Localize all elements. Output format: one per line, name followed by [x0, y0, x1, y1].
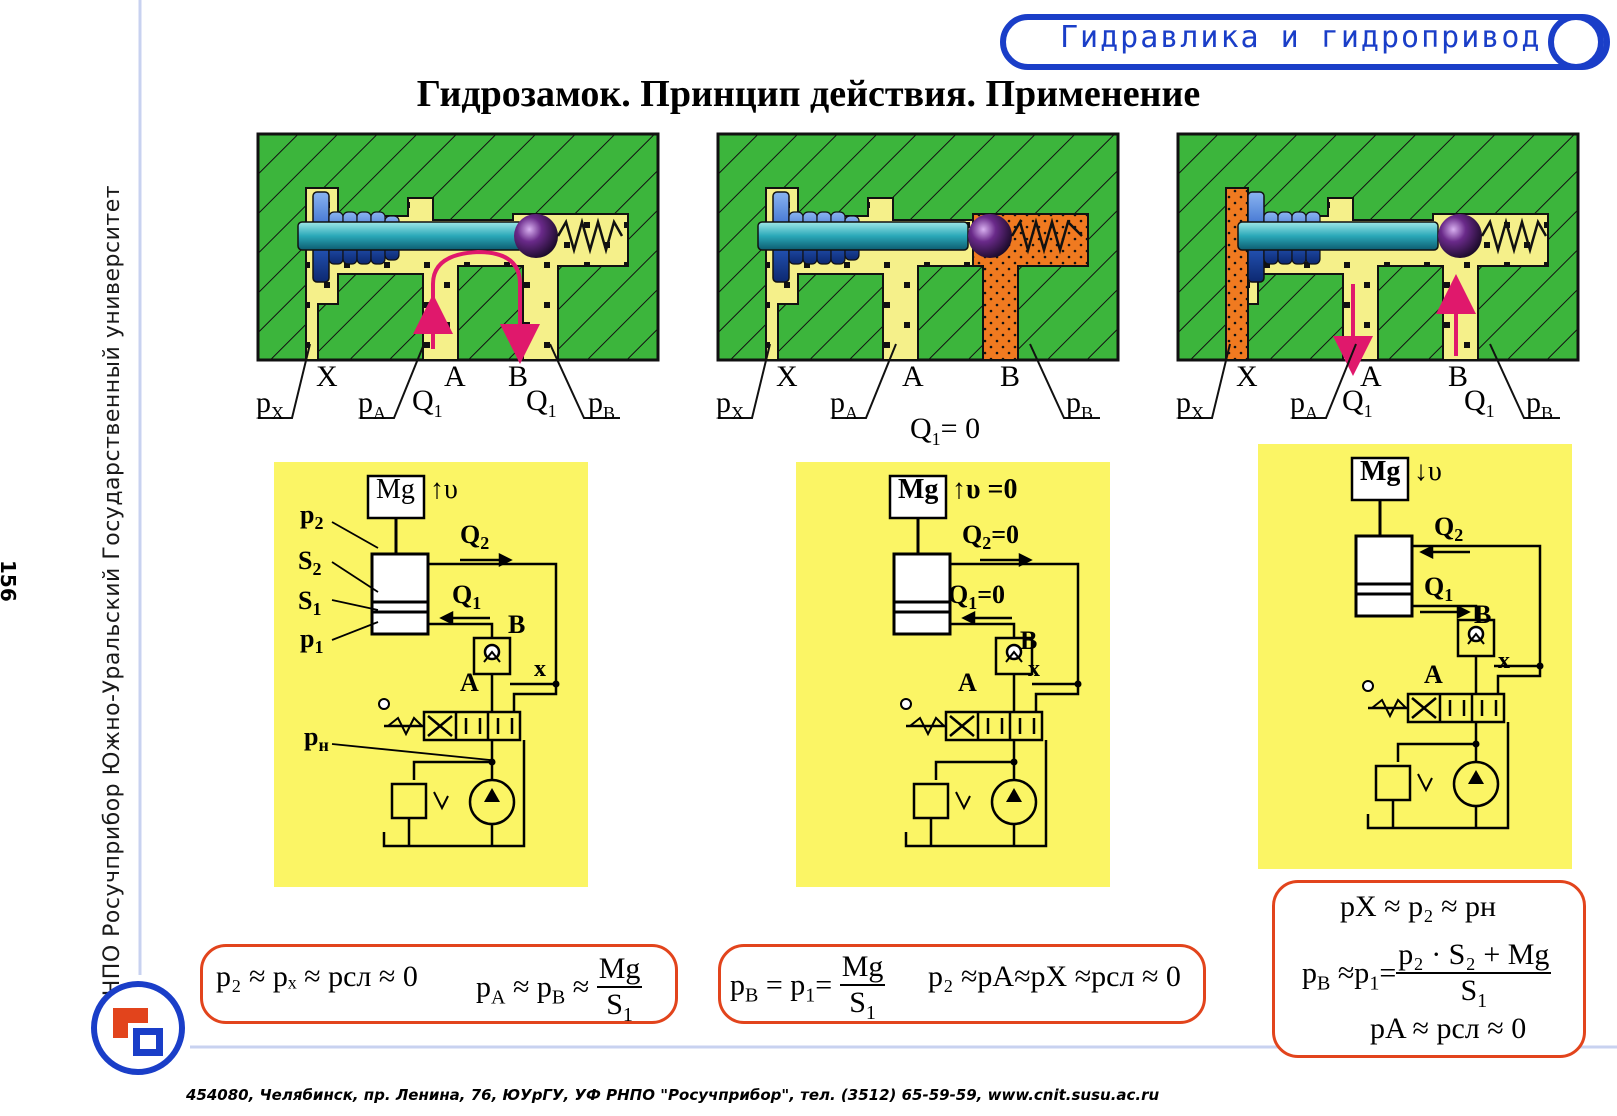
label-p2: p2 [300, 500, 324, 534]
header-title: Гидравлика и гидропривод [1060, 20, 1542, 55]
label-b-2: B [1000, 360, 1021, 393]
formula-right-line3: pA ≈ pсл ≈ 0 [1370, 1012, 1527, 1045]
label-pb-2: pB [1066, 386, 1094, 423]
label-px-1: pX [256, 386, 284, 423]
label-pb-1: pB [588, 386, 616, 423]
label-a-s2: A [958, 668, 977, 697]
mg-label-2: Mg [898, 474, 939, 505]
formula-left-part1: p₂ ≈ pₓ ≈ pсл ≈ 0 [216, 960, 418, 993]
formula-box-middle [718, 944, 1206, 1024]
velocity-down-3: ↓υ [1414, 456, 1442, 487]
label-q2-2: Q2=0 [962, 520, 1020, 554]
label-q1-a: Q1 [412, 384, 443, 421]
label-b-s2: B [1020, 626, 1038, 655]
formula-right-line1: pX ≈ p₂ ≈ pн [1340, 890, 1497, 923]
label-a-s1: A [460, 668, 479, 697]
label-q2-1: Q2 [460, 520, 490, 554]
valve-section-3 [1176, 132, 1580, 376]
label-x-s2: x [1028, 656, 1040, 682]
label-q2-3: Q2 [1434, 512, 1464, 546]
label-a-s3: A [1424, 660, 1443, 689]
schema-panel-2 [796, 462, 1110, 887]
page-title: Гидрозамок. Принцип действия. Применение [416, 73, 1201, 115]
label-q1-1: Q1 [452, 580, 482, 614]
label-b-1: B [508, 360, 529, 393]
header-banner [1000, 14, 1610, 70]
label-pa-1: pA [358, 386, 386, 423]
label-p1: p1 [300, 624, 324, 658]
mg-label-1: Mg [376, 474, 415, 505]
label-x-1: X [316, 360, 338, 393]
label-q1-d: Q1 [1464, 384, 1495, 421]
label-pa-2: pA [830, 386, 858, 423]
formula-box-right [1272, 880, 1586, 1058]
label-x-2: X [776, 360, 798, 393]
label-q1-c: Q1 [1342, 384, 1373, 421]
label-q1-3: Q1 [1424, 572, 1454, 606]
label-px-2: pX [716, 386, 744, 423]
label-pn: pн [304, 722, 329, 756]
valve-section-2 [716, 132, 1120, 362]
label-b-s3: B [1474, 600, 1492, 629]
valve-section-1 [256, 132, 660, 364]
logo-icon [91, 981, 185, 1075]
label-a-3: A [1360, 360, 1382, 393]
label-a-1: A [444, 360, 466, 393]
schema-panel-1 [274, 462, 588, 887]
formula-middle-part2: p₂ ≈pA≈pX ≈pсл ≈ 0 [928, 960, 1181, 993]
label-a-2: A [902, 360, 924, 393]
label-s2: S2 [298, 546, 322, 580]
velocity-zero: ↑υ =0 [952, 474, 1018, 505]
velocity-up-1: ↑υ [430, 474, 458, 505]
label-pb-3: pB [1526, 386, 1554, 423]
label-pa-3: pA [1290, 386, 1318, 423]
label-s1: S1 [298, 586, 322, 620]
header-circle-icon [1548, 14, 1604, 70]
formula-box-left [200, 944, 678, 1024]
label-x-s3: x [1498, 648, 1510, 674]
schema-panel-3 [1258, 444, 1572, 869]
label-q1-b: Q1 [526, 384, 557, 421]
label-x-s1: x [534, 656, 546, 682]
label-b-3: B [1448, 360, 1469, 393]
mg-label-3: Mg [1360, 456, 1401, 487]
label-b-s1: B [508, 610, 526, 639]
label-px-3: pX [1176, 386, 1204, 423]
footer-address: 454080, Челябинск, пр. Ленина, 76, ЮУрГУ… [186, 1086, 1160, 1104]
label-q1-zero: Q1= 0 [910, 412, 981, 449]
label-q1-2: Q1=0 [948, 580, 1006, 614]
label-x-3: X [1236, 360, 1258, 393]
